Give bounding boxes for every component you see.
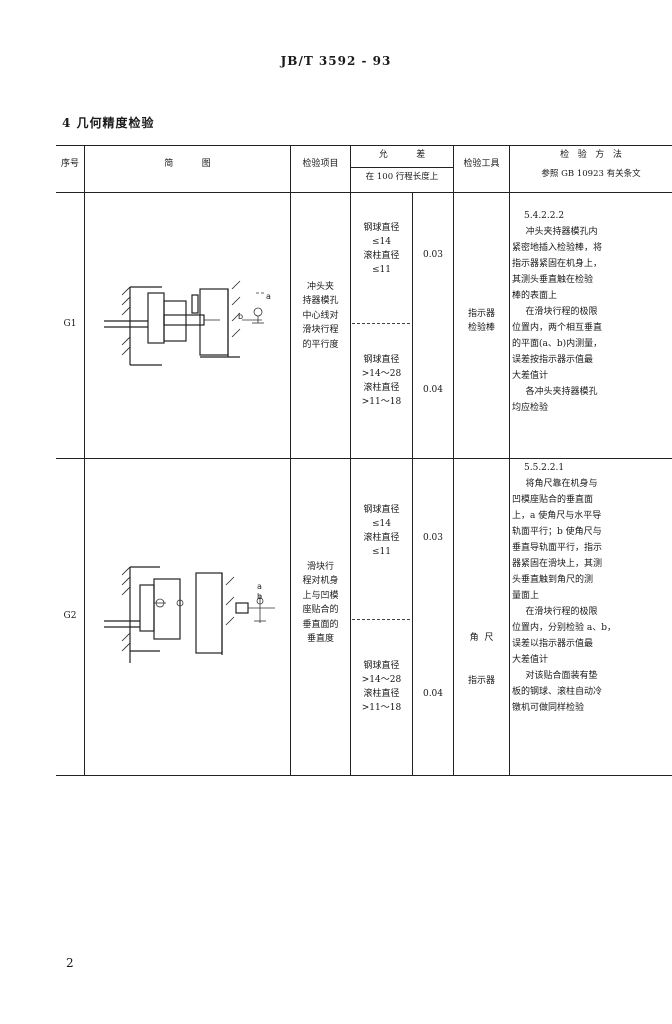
g1-inspection-item: 冲头夹 持器模孔 中心线对 滑块行程 的平行度	[302, 282, 339, 350]
method-reference: 5.5.2.2.1	[524, 463, 565, 473]
g2-tolerance-large-value: 0.04	[422, 689, 444, 699]
figure-g2-label-b: b	[257, 592, 262, 601]
g1-tolerance-small-value: 0.03	[422, 250, 444, 260]
header-figure: 简 图	[164, 159, 211, 169]
page-number: 2	[66, 956, 74, 970]
section-title: 4 几何精度检验	[62, 116, 155, 130]
g2-tolerance-small-desc: 钢球直径 ≤14 滚柱直径 ≤11	[363, 505, 400, 557]
document-standard-number: JB/T 3592 - 93	[280, 54, 392, 68]
figure-g2-diagram: a b	[104, 566, 275, 663]
g1-tolerance-small-desc: 钢球直径 ≤14 滚柱直径 ≤11	[363, 223, 400, 275]
figure-g1-label-b: b	[238, 312, 243, 321]
header-tolerance-sub: 在 100 行程长度上	[365, 172, 439, 182]
g2-inspection-tool: 角 尺 指示器	[467, 632, 495, 686]
g2-inspection-method: 5.5.2.2.1 将角尺靠在机身与 凹模座贴合的垂直面 上，a 使角尺与水平导…	[512, 460, 670, 716]
g2-tolerance-large-desc: 钢球直径 >14～28 滚柱直径 >11～18	[361, 661, 402, 713]
header-tolerance: 允 差	[378, 150, 426, 160]
row-number: G2	[63, 611, 77, 621]
g2-inspection-item: 滑块行 程对机身 上与凹模 座贴合的 垂直面的 垂直度	[302, 562, 339, 644]
figure-g1-diagram: b a	[104, 280, 271, 366]
g1-inspection-method: 5.4.2.2.2 冲头夹持器模孔内 紧密地插入检验棒，将 指示器紧固在机身上，…	[512, 208, 670, 416]
g1-inspection-tool: 指示器 检验棒	[467, 309, 495, 334]
header-tool: 检验工具	[463, 159, 500, 169]
header-no: 序号	[60, 159, 79, 169]
figure-g2-label-a: a	[257, 582, 262, 591]
header-method-sub: 参照 GB 10923 有关条文	[541, 169, 641, 179]
header-item: 检验项目	[302, 159, 339, 169]
g2-tolerance-small-value: 0.03	[422, 533, 444, 543]
g1-tolerance-large-value: 0.04	[422, 385, 444, 395]
figure-g1-label-a: a	[266, 292, 271, 301]
method-reference: 5.4.2.2.2	[524, 211, 565, 221]
header-method: 检 验 方 法	[560, 150, 622, 160]
g1-tolerance-large-desc: 钢球直径 >14～28 滚柱直径 >11～18	[361, 355, 402, 407]
row-number: G1	[63, 319, 77, 329]
